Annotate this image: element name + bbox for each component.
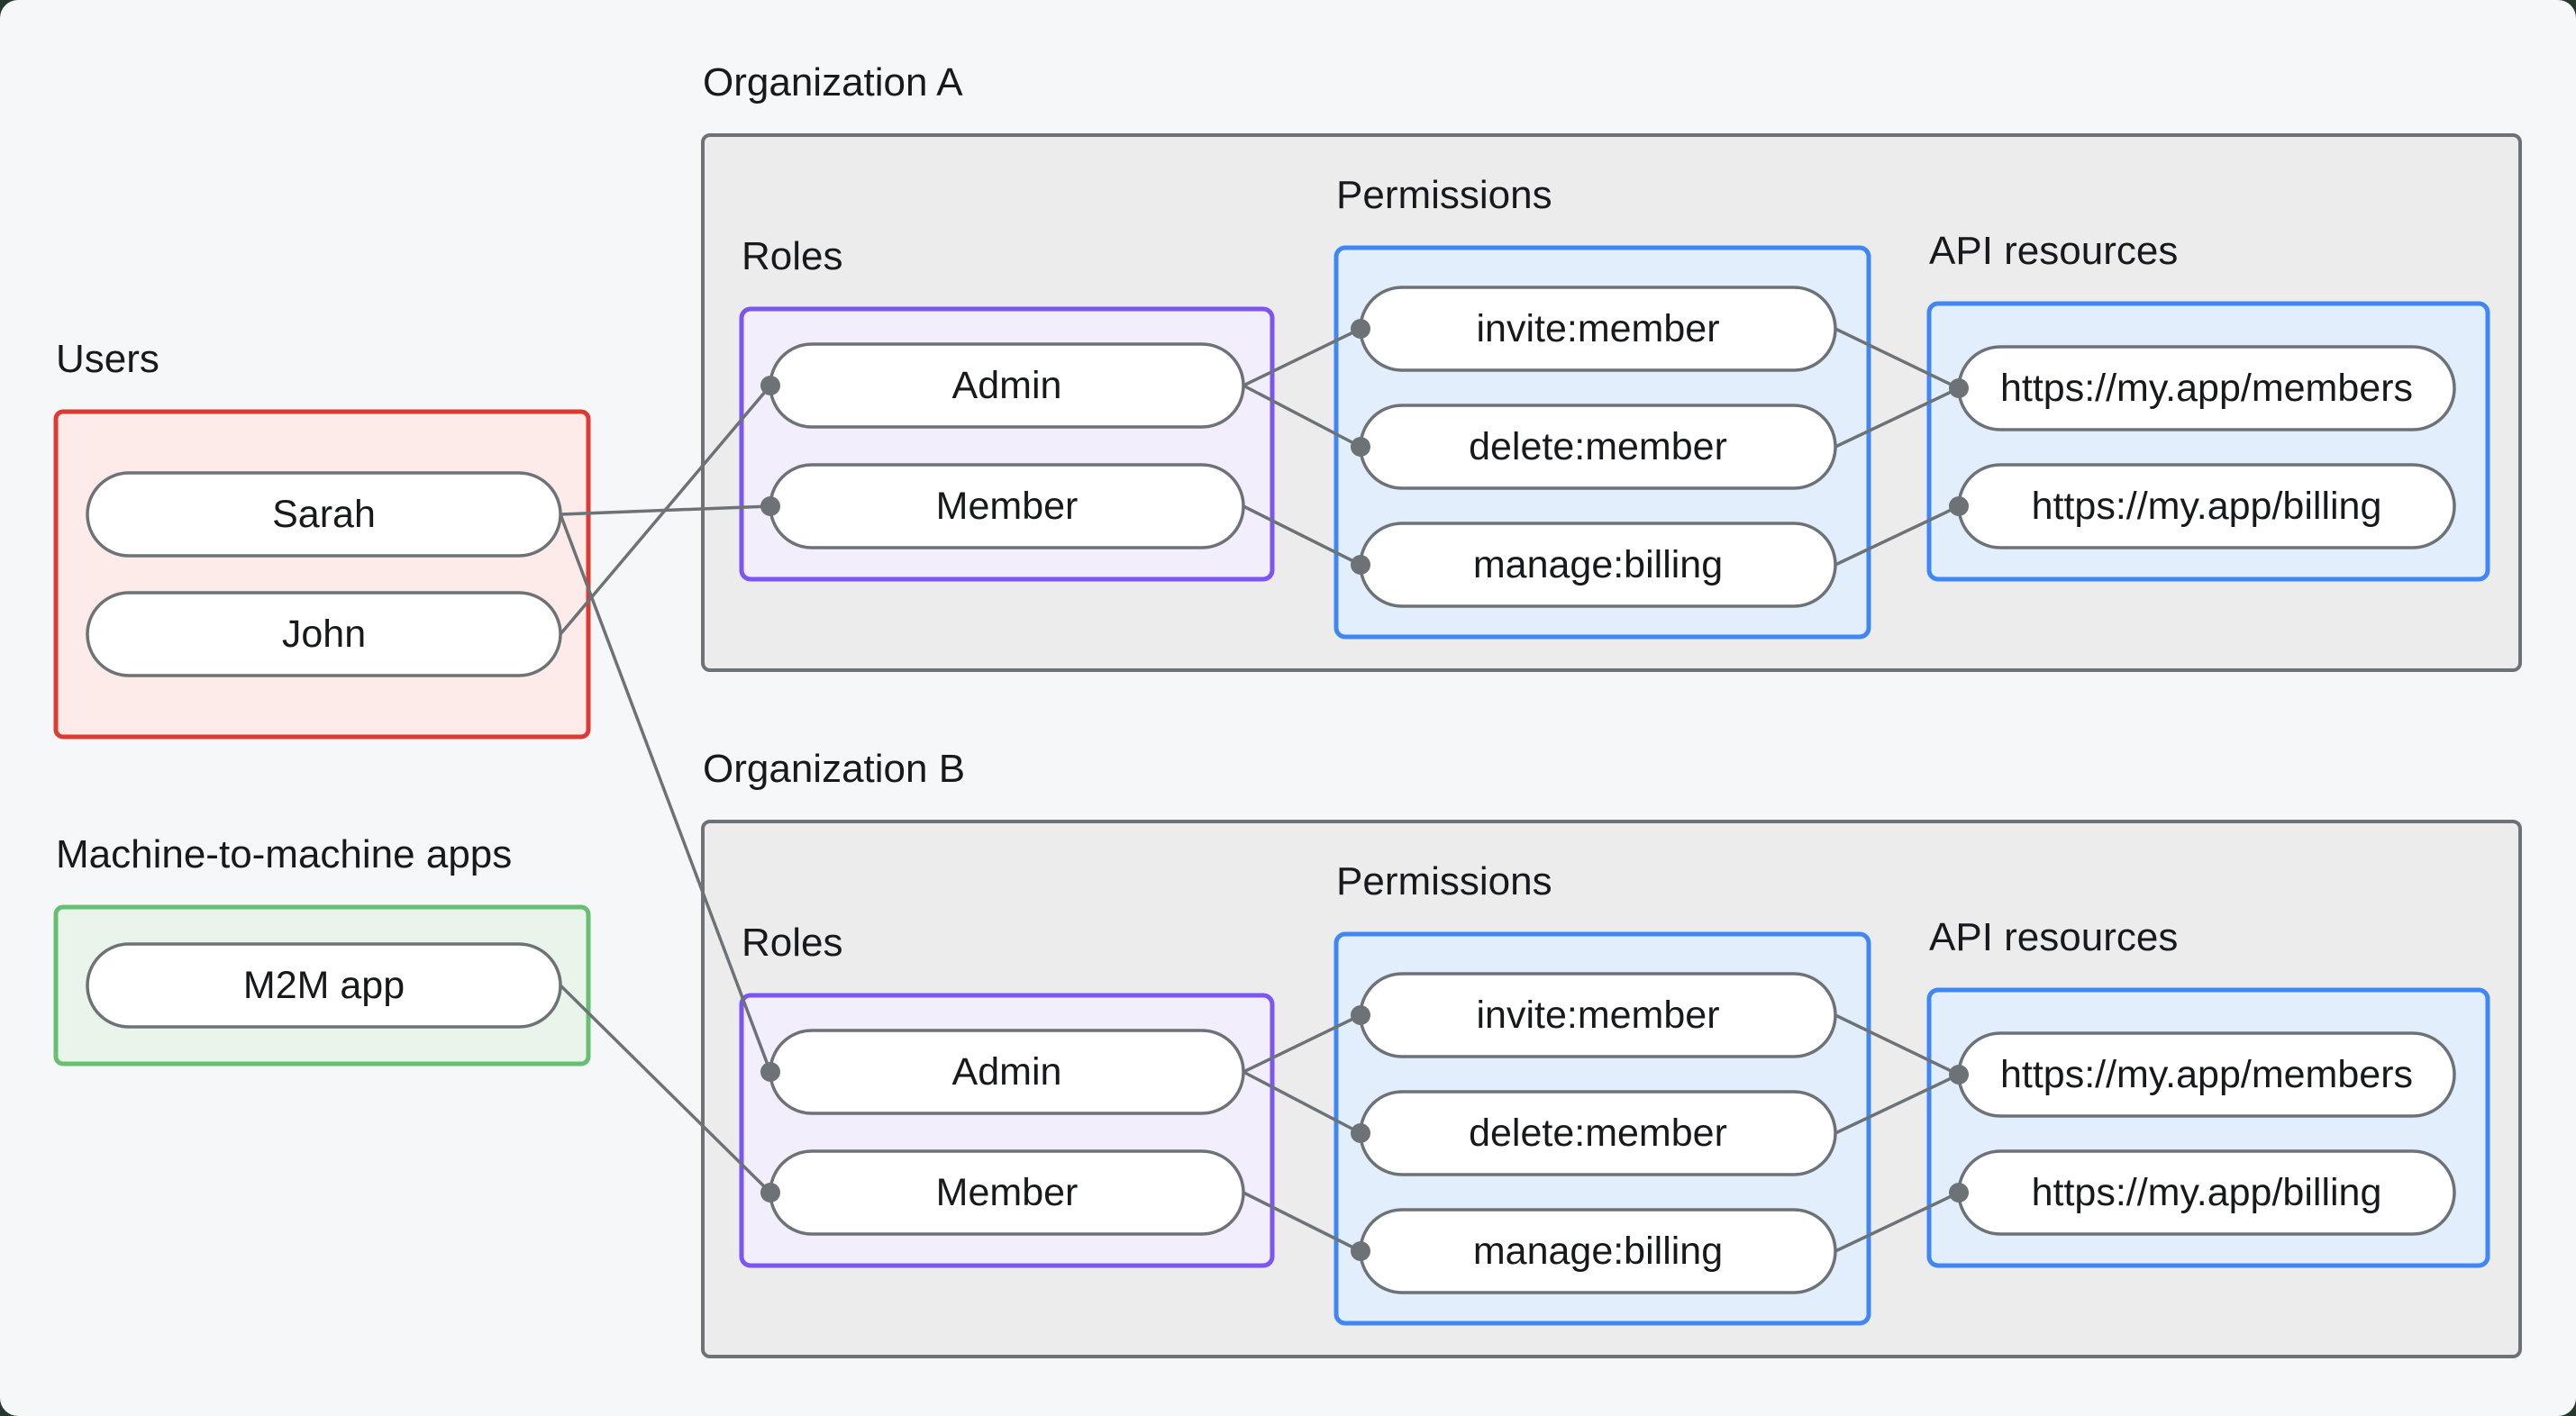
edge-orga-manage-billing-api	[1834, 504, 1960, 567]
connection-dot	[1949, 378, 1969, 398]
edge-orga-admin-invite	[1242, 327, 1361, 387]
m2m-label: Machine-to-machine apps	[56, 832, 513, 876]
edge-orga-admin-delete	[1242, 384, 1361, 449]
connection-dot	[1949, 1065, 1969, 1085]
connection-dot	[1351, 1123, 1370, 1143]
org-b-api-label: API resources	[1929, 915, 2179, 959]
connection-dot	[1949, 1183, 1969, 1203]
node-orga-billing-api-label: https://my.app/billing	[2031, 485, 2382, 528]
edge-orgb-invite-members-api	[1834, 1013, 1960, 1076]
node-orga-member-label: Member	[935, 485, 1079, 528]
edge-orgb-member-manage	[1242, 1191, 1361, 1253]
edge-orgb-admin-delete	[1242, 1070, 1361, 1135]
node-m2m-app-label: M2M app	[242, 964, 405, 1007]
node-orga-admin-label: Admin	[951, 364, 1062, 407]
edge-orgb-delete-members-api	[1834, 1073, 1960, 1135]
node-john-label: John	[281, 613, 367, 656]
connection-dot	[760, 1183, 780, 1203]
node-orga-delete-label: delete:member	[1469, 425, 1727, 468]
users-box	[53, 409, 591, 740]
org-a-api-label: API resources	[1929, 229, 2179, 273]
node-orgb-manage-label: manage:billing	[1472, 1230, 1724, 1273]
connection-dot	[760, 1062, 780, 1082]
node-orgb-admin-label: Admin	[951, 1050, 1062, 1094]
edge-m2m-orgb-member	[559, 984, 772, 1194]
node-orgb-invite-label: invite:member	[1476, 994, 1720, 1037]
org-b-permissions-label: Permissions	[1336, 859, 1552, 903]
edge-orgb-manage-billing-api	[1834, 1191, 1960, 1253]
connection-dot	[1351, 1241, 1370, 1261]
edge-orga-invite-members-api	[1834, 327, 1960, 390]
node-orgb-delete-label: delete:member	[1469, 1112, 1727, 1155]
connection-dot	[1351, 1005, 1370, 1025]
org-a-roles-label: Roles	[742, 234, 843, 278]
users-label: Users	[56, 337, 159, 381]
node-orgb-member-label: Member	[935, 1171, 1079, 1214]
node-sarah	[86, 471, 562, 558]
connection-dot	[1351, 555, 1370, 575]
node-orgb-billing-api-label: https://my.app/billing	[2031, 1171, 2382, 1214]
node-m2m-app	[86, 942, 562, 1029]
edge-orga-delete-members-api	[1834, 386, 1960, 449]
node-john	[86, 591, 562, 677]
connection-dot	[1351, 437, 1370, 457]
node-orga-manage-label: manage:billing	[1472, 543, 1724, 586]
node-orga-invite-label: invite:member	[1476, 307, 1720, 350]
edge-orga-member-manage	[1242, 504, 1361, 567]
node-orgb-members-api-label: https://my.app/members	[1999, 1053, 2414, 1096]
node-orga-members-api-label: https://my.app/members	[1999, 367, 2414, 410]
node-sarah-label: Sarah	[272, 493, 376, 536]
org-b-title: Organization B	[703, 747, 966, 791]
connection-dot	[760, 376, 780, 395]
connection-dot	[1351, 319, 1370, 339]
connection-dot	[760, 496, 780, 516]
org-b-roles-label: Roles	[742, 921, 843, 965]
org-a-title: Organization A	[703, 60, 963, 104]
edge-sarah-orgb-admin	[559, 513, 772, 1073]
edge-sarah-orga-member	[560, 504, 771, 516]
org-a-permissions-label: Permissions	[1336, 173, 1552, 217]
connection-dot	[1949, 496, 1969, 516]
edge-orgb-admin-invite	[1242, 1013, 1361, 1074]
